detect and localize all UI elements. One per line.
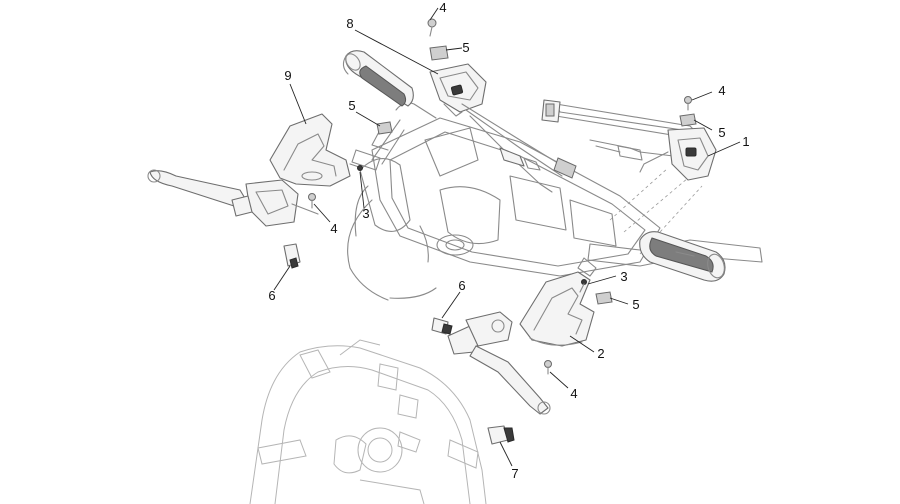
callout-3-right: 3	[620, 269, 627, 284]
left-switch-block	[429, 63, 577, 193]
callout-labels: 8 4 5 9 5 4 5 1 3 4 6 3 5 6 2 4 7	[268, 0, 749, 481]
leader-lines	[273, 7, 741, 467]
callout-3-left: 3	[362, 206, 369, 221]
front-headset-outline	[249, 339, 487, 504]
callout-9: 9	[284, 68, 291, 83]
callout-7: 7	[511, 466, 518, 481]
callout-2: 2	[597, 346, 604, 361]
callout-5-left: 5	[348, 98, 355, 113]
callout-4-left: 4	[330, 221, 337, 236]
right-grip	[639, 231, 726, 282]
right-switch-block	[541, 99, 717, 181]
callout-6-left: 6	[268, 288, 275, 303]
callout-4-bottom: 4	[570, 386, 577, 401]
callout-6-right: 6	[458, 278, 465, 293]
callout-5-top: 5	[462, 40, 469, 55]
callout-8: 8	[346, 16, 353, 31]
left-grip	[342, 50, 414, 107]
callout-5-right-top: 5	[718, 125, 725, 140]
callout-4-top: 4	[439, 0, 446, 15]
callout-5-right: 5	[632, 297, 639, 312]
left-brake-lever	[147, 169, 319, 227]
right-handlebar-cover	[519, 271, 595, 347]
callout-1: 1	[742, 134, 749, 149]
left-handlebar-cover	[269, 113, 351, 187]
callout-4-right-top: 4	[718, 83, 725, 98]
right-brake-lever	[447, 311, 551, 415]
fasteners	[283, 18, 697, 445]
